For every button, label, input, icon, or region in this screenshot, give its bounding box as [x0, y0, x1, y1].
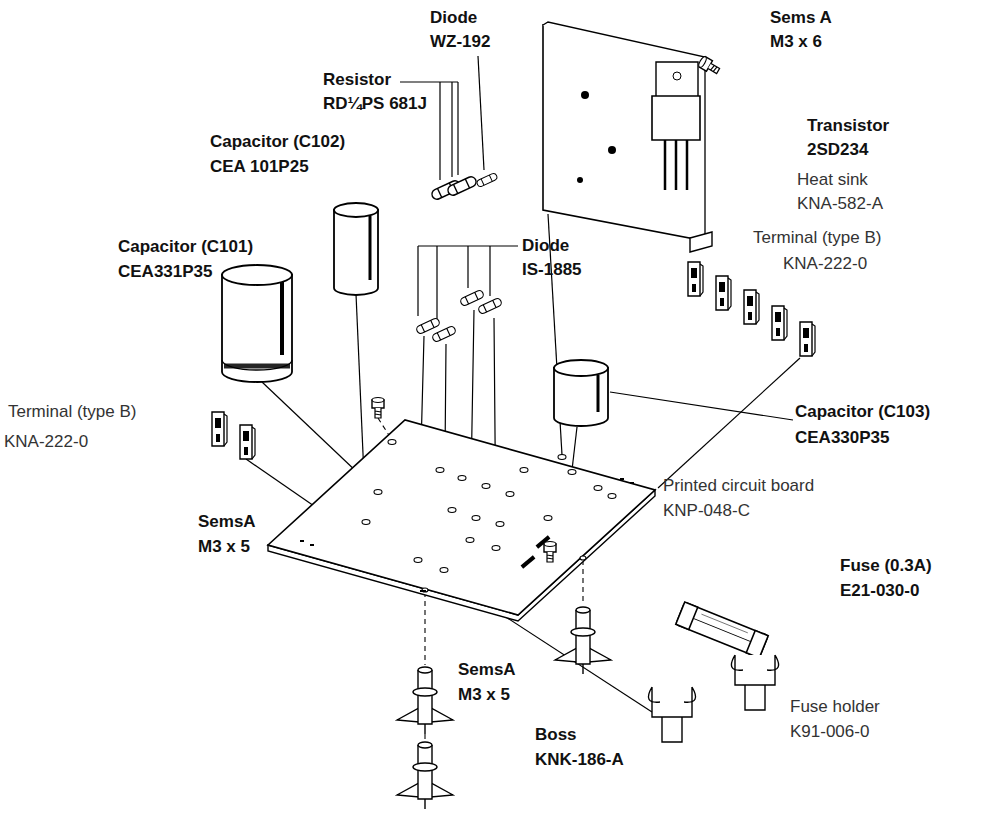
part-label: KNP-048-C: [663, 501, 750, 521]
part-label: Capacitor (C102): [210, 132, 345, 152]
boss: [397, 667, 453, 734]
part-label: Printed circuit board: [663, 476, 814, 496]
circuit-board: [268, 420, 655, 621]
part-label: WZ-192: [430, 32, 490, 52]
capacitor-c103: [554, 360, 608, 426]
part-label: KNK-186-A: [535, 750, 624, 770]
part-label: KNA-582-A: [797, 194, 883, 214]
boss: [555, 607, 611, 674]
part-label: Fuse holder: [790, 697, 880, 717]
fuse: [676, 602, 768, 658]
part-label: CEA330P35: [795, 428, 890, 448]
part-label: RD¼PS 681J: [323, 94, 427, 114]
terminals: [212, 262, 815, 459]
part-label: Capacitor (C101): [118, 237, 253, 257]
part-label: CEA331P35: [118, 262, 213, 282]
fuse-holder: [731, 655, 778, 710]
part-label: IS-1885: [522, 260, 582, 280]
part-label: E21-030-0: [840, 581, 919, 601]
part-label: M3 x 6: [770, 32, 822, 52]
part-label: 2SD234: [807, 140, 868, 160]
small-parts: [415, 172, 502, 342]
part-label: Resistor: [323, 70, 391, 90]
part-label: KNA-222-0: [4, 432, 88, 452]
part-label: Diode: [430, 8, 477, 28]
part-label: Terminal (type B): [8, 402, 136, 422]
part-label: Fuse (0.3A): [840, 556, 932, 576]
part-label: Terminal (type B): [753, 228, 881, 248]
part-label: Sems A: [770, 8, 832, 28]
part-label: CEA 101P25: [210, 157, 309, 177]
screw: [544, 542, 556, 563]
heat-sink: [543, 22, 712, 252]
leader-lines: [246, 56, 800, 712]
transistor: [652, 62, 700, 190]
part-label: SemsA: [458, 660, 516, 680]
part-label: M3 x 5: [458, 685, 510, 705]
part-label: SemsA: [198, 512, 256, 532]
screw: [372, 398, 384, 419]
fuse-holder: [648, 687, 695, 742]
part-label: Heat sink: [797, 170, 868, 190]
capacitor-c101: [222, 265, 292, 382]
part-label: Diode: [522, 236, 569, 256]
screw: [697, 56, 721, 77]
part-label: KNA-222-0: [783, 254, 867, 274]
part-label: Capacitor (C103): [795, 402, 930, 422]
part-label: M3 x 5: [198, 537, 250, 557]
capacitor-c102: [334, 203, 378, 295]
part-label: K91-006-0: [790, 722, 869, 742]
part-label: Boss: [535, 725, 577, 745]
part-label: Transistor: [807, 116, 889, 136]
boss: [397, 742, 453, 809]
